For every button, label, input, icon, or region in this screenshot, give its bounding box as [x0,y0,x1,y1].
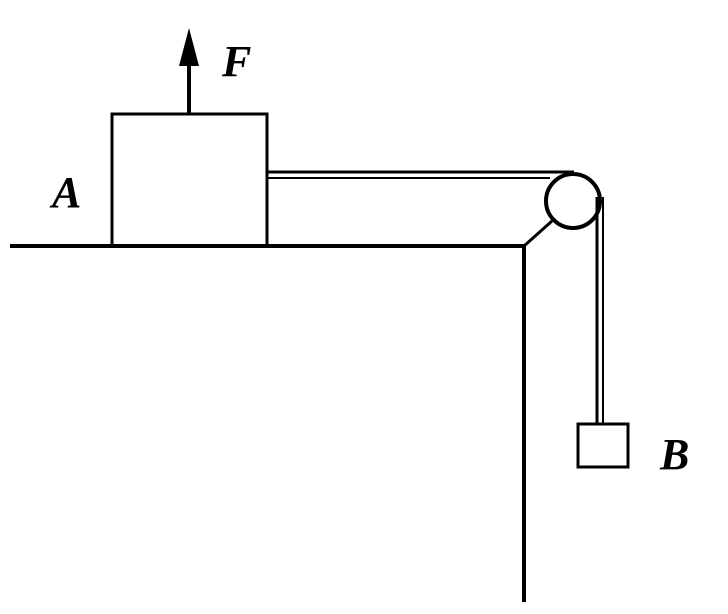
arrow-up-icon [179,28,199,114]
pulley-icon [544,172,602,230]
block-b [576,422,630,469]
block-b-label: B [659,430,689,479]
force-label: F [221,37,251,86]
rope-horizontal [267,170,574,179]
rope-vertical [595,197,604,424]
block-a [110,112,269,248]
block-a-label: A [49,168,81,217]
pulley-bracket [523,219,553,248]
